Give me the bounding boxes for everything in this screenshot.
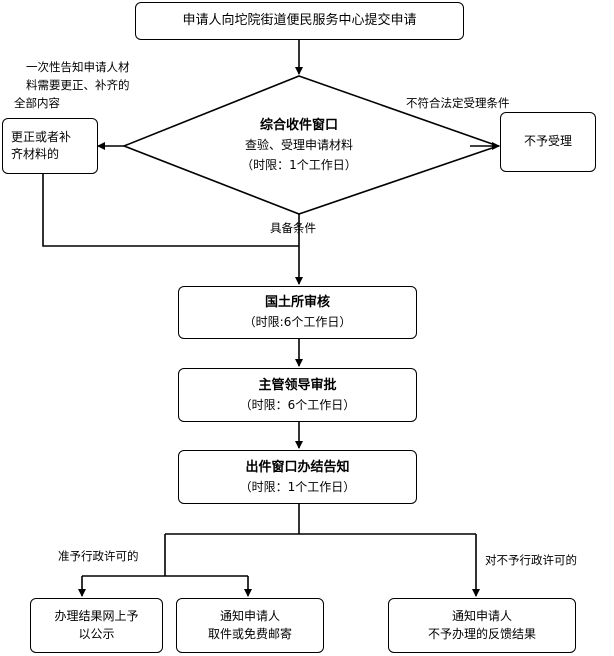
window-desc: 查验、受理申请材料 [244,138,353,152]
notify-reject-line-2: 不予办理的反馈结果 [427,626,536,641]
label-notify-line-2: 料需要更正、补齐的 [26,77,130,92]
issue-box: 出件窗口办结告知 （时限：1个工作日） [178,450,417,504]
label-notify-line-3: 全部内容 [14,95,60,110]
window-title: 综合收件窗口 [259,118,338,133]
review-box: 国土所审核 （时限:6个工作日） [178,286,417,339]
reject-text: 不予受理 [523,134,572,149]
label-notify-line-1: 一次性告知申请人材 [26,60,130,74]
supplement-box: 更正或者补 齐材料的 [2,118,98,174]
approve-title: 主管领导审批 [258,377,337,393]
publish-line-1: 办理结果网上予 [54,609,139,624]
approve-box: 主管领导审批 （时限：6个工作日） [178,368,417,422]
review-title: 国土所审核 [264,295,330,311]
label-meets: 具备条件 [270,221,316,235]
notify-pickup-line-1: 通知申请人 [219,609,280,624]
approve-time: （时限：6个工作日） [239,397,356,412]
review-time: （时限:6个工作日） [243,315,352,330]
notify-pickup-box: 通知申请人 取件或免费邮寄 [176,598,324,653]
reject-box: 不予受理 [500,112,596,172]
notify-reject-box: 通知申请人 不予办理的反馈结果 [388,598,576,653]
supplement-line-1: 更正或者补 [11,129,72,144]
publish-box: 办理结果网上予 以公示 [30,598,163,653]
loop-supplement-back [42,173,299,247]
start-box: 申请人向坨院街道便民服务中心提交申请 [135,2,464,40]
window-time: （时限：1个工作日） [241,158,357,172]
issue-title: 出件窗口办结告知 [245,459,350,475]
publish-line-2: 以公示 [78,626,115,641]
start-text: 申请人向坨院街道便民服务中心提交申请 [182,12,417,28]
label-permit: 准予行政许可的 [58,549,139,563]
notify-reject-line-1: 通知申请人 [451,609,512,624]
label-no-permit: 对不予行政许可的 [485,553,577,567]
issue-time: （时限：1个工作日） [239,479,356,494]
label-not-meet: 不符合法定受理条件 [406,96,510,110]
notify-pickup-line-2: 取件或免费邮寄 [207,626,292,641]
supplement-line-2: 齐材料的 [11,147,60,161]
label-notify: 一次性告知申请人材 料需要更正、补齐的 全部内容 [14,59,130,112]
